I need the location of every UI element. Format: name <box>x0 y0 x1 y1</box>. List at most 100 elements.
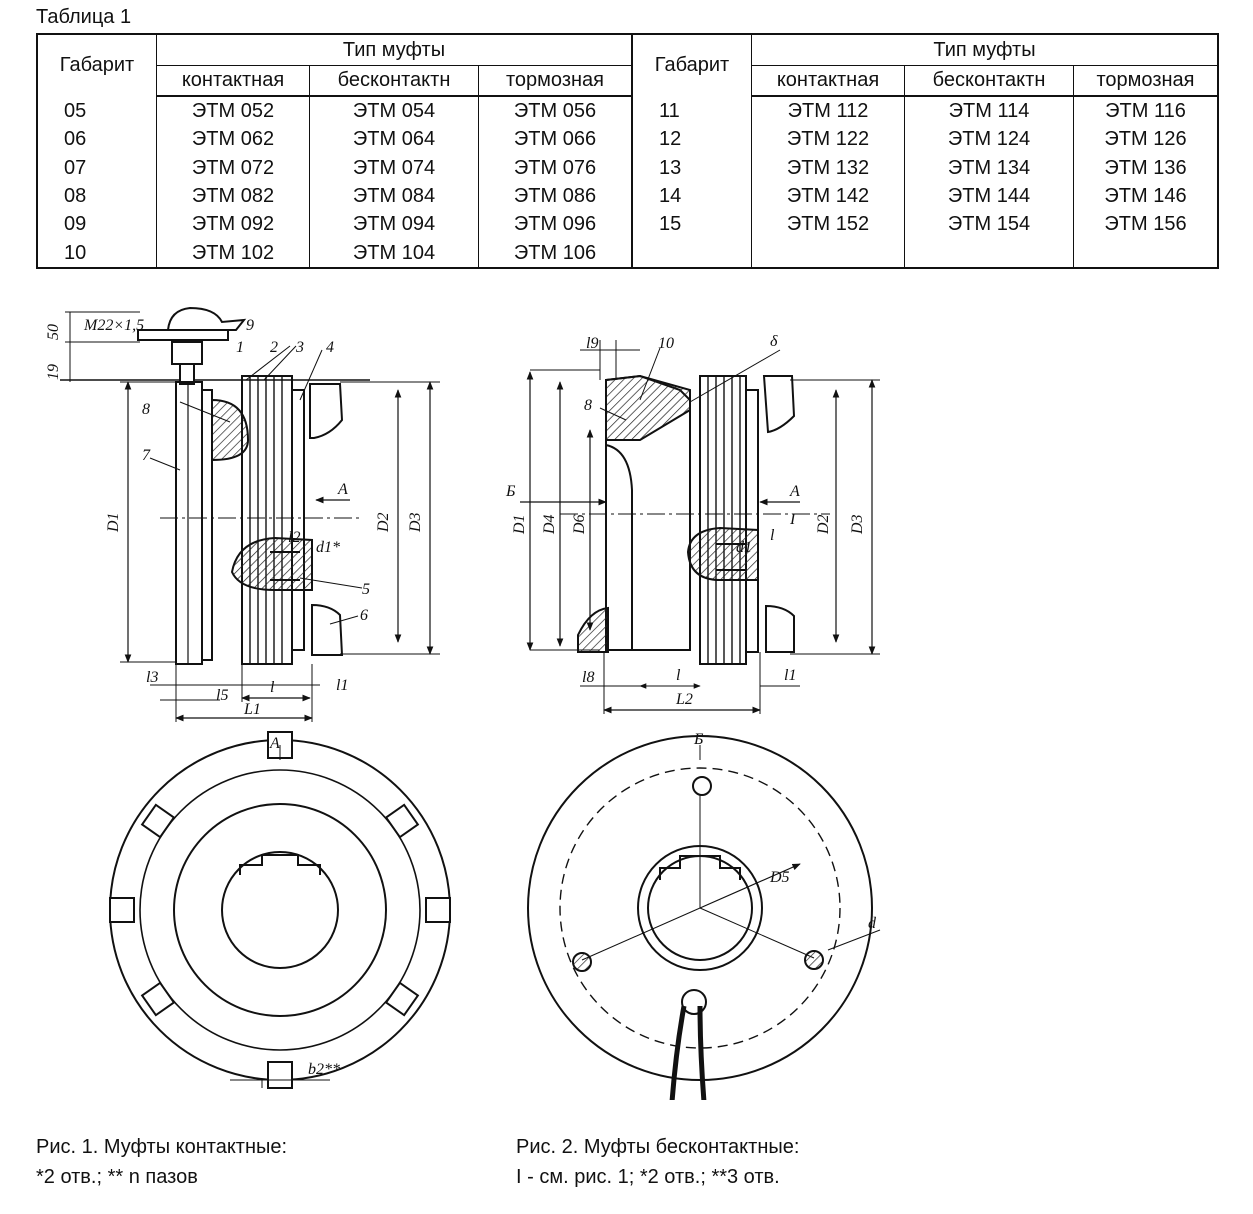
header-contact-right: контактная <box>751 65 905 97</box>
model-cell: ЭТМ 066 <box>478 125 633 154</box>
fig2-label-L2: L2 <box>675 691 693 708</box>
fig2-label-l9: l9 <box>586 335 598 352</box>
fig2-caption-line1: Рис. 2. Муфты бесконтактные: <box>516 1136 800 1158</box>
fig1-label-thread: M22×1,5 <box>83 317 144 334</box>
header-gabarit-left: Габарит <box>37 34 157 96</box>
model-cell: ЭТМ 154 <box>904 210 1074 239</box>
coupling-types-table: Габарит Тип муфты Габарит Тип муфты конт… <box>36 33 1219 269</box>
model-cell: ЭТМ 104 <box>309 238 479 268</box>
fig1-label-4: 4 <box>326 339 334 356</box>
header-brake-right: тормозная <box>1073 65 1218 97</box>
fig2-label-d: d <box>868 915 877 932</box>
fig2-label-D5: D5 <box>769 869 790 886</box>
header-contact-left: контактная <box>156 65 310 97</box>
gabarit-cell: 06 <box>37 125 157 154</box>
fig2-label-D6: D6 <box>571 514 588 535</box>
fig2-label-8: 8 <box>584 397 592 414</box>
model-cell: ЭТМ 106 <box>478 238 633 268</box>
model-cell: ЭТМ 094 <box>309 210 479 239</box>
fig1-label-l1: l1 <box>336 677 348 694</box>
fig1-label-D2: D2 <box>375 512 392 533</box>
model-cell: ЭТМ 122 <box>751 125 905 154</box>
gabarit-cell: 12 <box>632 125 752 154</box>
gabarit-cell: 15 <box>632 210 752 239</box>
fig2-label-l1: l1 <box>784 667 796 684</box>
fig1-label-D3: D3 <box>407 512 424 533</box>
model-cell: ЭТМ 142 <box>751 181 905 211</box>
fig1-label-d1: d1* <box>316 539 340 556</box>
coupling-drawings: M22×1,5 50 19 9 1 2 3 4 8 7 D1 D2 D3 A l… <box>45 306 881 1100</box>
header-type-right: Тип муфты <box>751 34 1218 66</box>
header-contactless-left: бесконтактн <box>309 65 479 97</box>
fig1-label-3: 3 <box>295 339 304 356</box>
fig2-label-D3: D3 <box>849 514 866 535</box>
gabarit-cell: 11 <box>632 96 752 126</box>
fig2-caption: Рис. 2. Муфты бесконтактные: I - см. рис… <box>516 1132 799 1192</box>
model-cell: ЭТМ 102 <box>156 238 310 268</box>
model-cell: ЭТМ 052 <box>156 96 310 126</box>
fig2-label-d1: d1 <box>736 539 752 556</box>
fig2-label-delta: δ <box>770 333 778 350</box>
fig1-side-view <box>60 306 440 722</box>
fig2-side-view <box>520 340 880 714</box>
gabarit-cell: 10 <box>37 238 157 268</box>
fig1-label-8: 8 <box>142 401 150 418</box>
fig1-label-9: 9 <box>246 317 254 334</box>
gabarit-cell: 07 <box>37 153 157 182</box>
fig1-caption-line2: *2 отв.; ** n пазов <box>36 1166 198 1188</box>
fig2-front-view <box>527 735 881 1100</box>
header-contactless-right: бесконтактн <box>904 65 1074 97</box>
fig2-label-D4: D4 <box>541 514 558 535</box>
fig2-caption-line2: I - см. рис. 1; *2 отв.; **3 отв. <box>516 1166 780 1188</box>
fig2-label-l8: l8 <box>582 669 594 686</box>
fig1-front-view <box>109 731 451 1089</box>
fig1-caption: Рис. 1. Муфты контактные: *2 отв.; ** n … <box>36 1132 287 1192</box>
fig1-label-l3: l3 <box>146 669 158 686</box>
model-cell: ЭТМ 152 <box>751 210 905 239</box>
fig1-label-19: 19 <box>45 364 62 380</box>
gabarit-cell: 13 <box>632 153 752 182</box>
fig1-front-labels: A b2** <box>269 735 340 1078</box>
fig2-label-10: 10 <box>658 335 674 352</box>
fig2-label-B: Б <box>505 483 516 500</box>
fig2-front-labels: Б D5 d <box>693 731 877 932</box>
gabarit-cell: 14 <box>632 181 752 211</box>
model-cell: ЭТМ 054 <box>309 96 479 126</box>
model-cell: ЭТМ 136 <box>1104 156 1187 179</box>
fig2-label-l-bottom: l <box>676 667 681 684</box>
table-title: Таблица 1 <box>36 6 132 28</box>
model-cell: ЭТМ 126 <box>1104 128 1187 151</box>
fig1-label-b2: b2** <box>308 1061 340 1078</box>
fig1-label-50: 50 <box>45 324 62 340</box>
fig1-label-l: l <box>270 679 275 696</box>
fig1-label-7: 7 <box>142 447 151 464</box>
fig1-caption-line1: Рис. 1. Муфты контактные: <box>36 1136 288 1158</box>
model-cell: ЭТМ 156 <box>1104 213 1187 236</box>
fig2-label-B-front: Б <box>693 731 704 748</box>
fig2-label-A: A <box>789 483 800 500</box>
model-cell: ЭТМ 124 <box>904 125 1074 154</box>
model-cell: ЭТМ 082 <box>156 181 310 211</box>
model-cell: ЭТМ 084 <box>309 181 479 211</box>
fig2-side-labels: l9 10 δ 8 Б D1 D4 D6 D2 D3 A I l d1 l8 l… <box>505 333 866 708</box>
model-cell <box>904 238 1074 268</box>
model-cell: ЭТМ 064 <box>309 125 479 154</box>
model-cell: ЭТМ 112 <box>751 96 905 126</box>
gabarit-cell: 08 <box>37 181 157 211</box>
fig1-label-A-front: A <box>269 735 280 752</box>
model-cell: ЭТМ 056 <box>478 96 633 126</box>
model-cell: ЭТМ 132 <box>751 153 905 182</box>
fig1-side-labels: M22×1,5 50 19 9 1 2 3 4 8 7 D1 D2 D3 A l… <box>45 317 424 718</box>
fig1-label-5: 5 <box>362 581 370 598</box>
fig1-label-2: 2 <box>270 339 278 356</box>
gabarit-cell <box>632 238 752 268</box>
fig1-label-l2: l2 <box>288 529 300 546</box>
model-cell: ЭТМ 074 <box>309 153 479 182</box>
model-cell: ЭТМ 072 <box>156 153 310 182</box>
